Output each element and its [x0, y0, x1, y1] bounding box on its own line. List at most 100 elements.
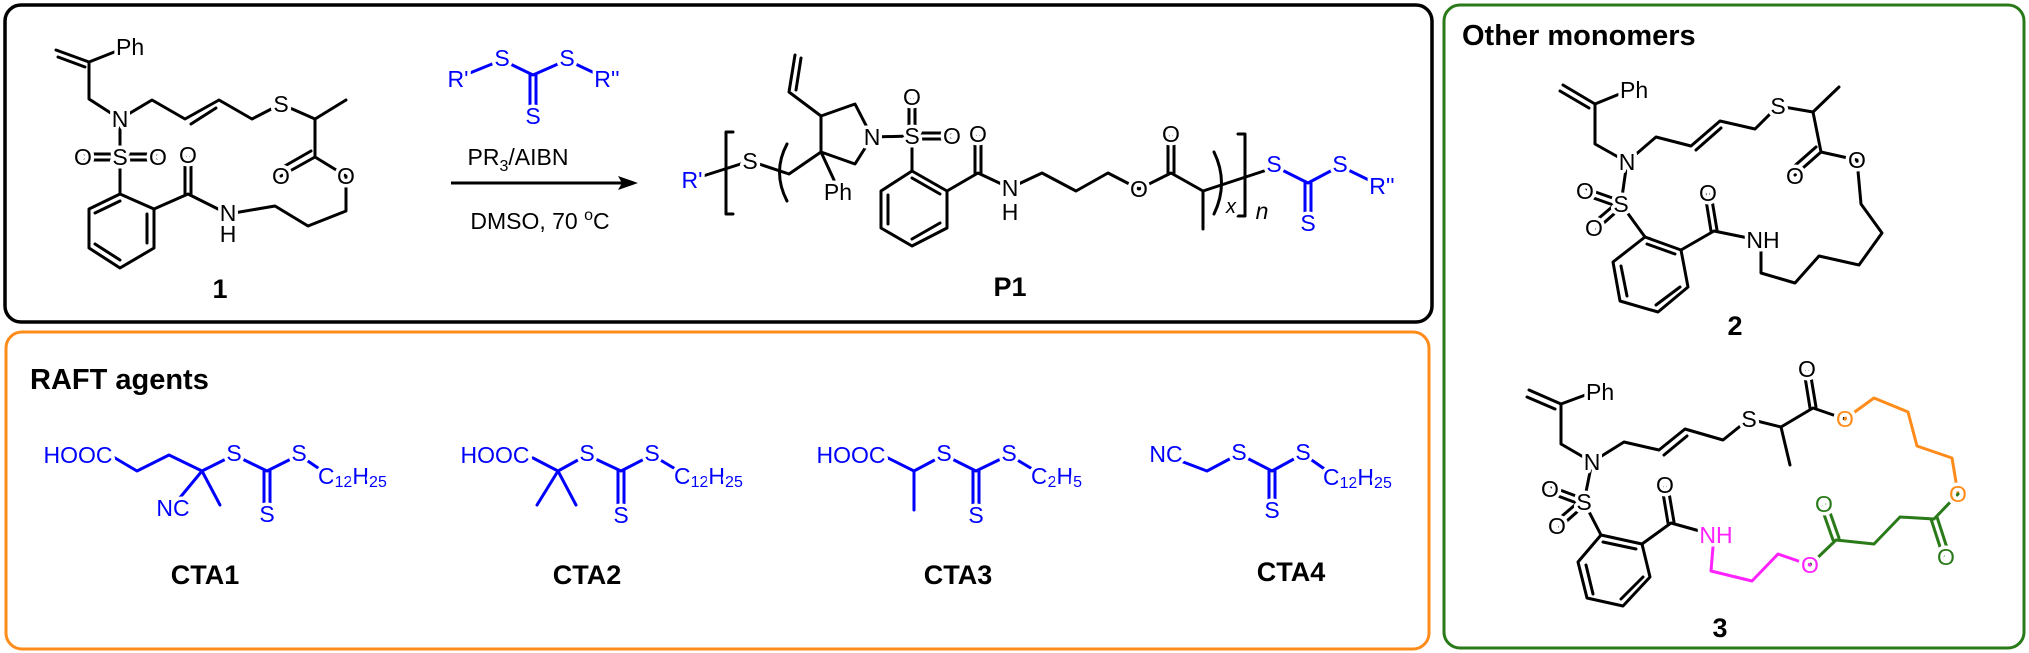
- atom-label: S: [494, 45, 509, 71]
- bond: [279, 155, 317, 178]
- atom-label: Ph: [116, 34, 144, 60]
- other-monomers-title: Other monomers: [1462, 20, 1696, 52]
- atom-label: Ph: [824, 179, 852, 205]
- atom-label: S: [1264, 497, 1279, 523]
- atom-label: S: [1266, 151, 1281, 177]
- c12h25-group: C12H25: [1323, 464, 1392, 492]
- atom-label: S: [1613, 191, 1628, 217]
- compound-label-2: 2: [1727, 311, 1742, 341]
- bond-green-segment: [1808, 492, 1960, 567]
- bond: [1779, 425, 1792, 467]
- bond: [1662, 434, 1689, 457]
- atom-label: N: [864, 124, 881, 150]
- atom-label: O: [943, 123, 961, 149]
- bond: [910, 176, 942, 196]
- bond: [1654, 285, 1682, 307]
- reaction-conditions-top: PR3/AIBN: [468, 144, 569, 175]
- atom-label: S: [112, 144, 127, 170]
- bond: [1802, 369, 1812, 410]
- atom-label: Ph: [1620, 77, 1648, 103]
- atom-label: S: [259, 501, 274, 527]
- repeat-unit-x: x: [1225, 196, 1237, 218]
- benzene-ring: [87, 192, 156, 270]
- bond: [1619, 202, 1647, 239]
- reaction-conditions-bottom: DMSO, 70 oC: [470, 207, 609, 234]
- bond: [87, 45, 129, 64]
- bond: [1590, 199, 1621, 226]
- atom-label: O: [149, 144, 167, 170]
- bond: [176, 469, 204, 502]
- bond-magenta-segment: [1709, 533, 1812, 583]
- atom-label: R'': [1369, 173, 1394, 199]
- atom-label: O: [903, 84, 921, 110]
- atom-label: S: [742, 148, 757, 174]
- atom-label: S: [559, 45, 574, 71]
- c12h25-group: C12H25: [674, 463, 743, 491]
- bond: [531, 453, 679, 473]
- atom-label: S: [644, 440, 659, 466]
- bond: [1553, 497, 1584, 524]
- atom-label: O: [74, 144, 92, 170]
- atom-label: O: [1815, 491, 1833, 517]
- bond: [1525, 395, 1557, 411]
- atom-label: R': [681, 167, 702, 193]
- bond-orange-segment: [1843, 396, 1960, 496]
- cta3-structure: HOOC S S S C2H5 CTA3: [813, 437, 1086, 591]
- atom-label: O: [1786, 163, 1804, 189]
- bond: [1559, 392, 1590, 406]
- atom-label: S: [579, 440, 594, 466]
- compound-label-3: 3: [1712, 613, 1727, 643]
- atom-label: N: [220, 200, 237, 226]
- atom-label: S: [1770, 93, 1785, 119]
- atom-label: O: [1541, 476, 1559, 502]
- benzene-ring: [879, 169, 949, 248]
- atom-label: HOOC: [461, 442, 530, 468]
- bracket-close: [1236, 132, 1247, 218]
- repeat-unit-n: n: [1256, 198, 1269, 224]
- bond: [794, 56, 803, 92]
- atom-label: H: [1002, 199, 1019, 225]
- bond: [535, 469, 560, 507]
- bond: [93, 199, 122, 215]
- bond: [1601, 540, 1638, 551]
- c12h25-group: C12H25: [318, 463, 387, 491]
- raft-agents-title: RAFT agents: [30, 364, 209, 396]
- bond: [1619, 160, 1629, 206]
- cta4-label: CTA4: [1257, 557, 1326, 587]
- atom-label: S: [525, 103, 540, 129]
- atom-label: S: [1576, 489, 1591, 515]
- bond: [910, 221, 942, 241]
- bond: [945, 171, 1012, 193]
- atom-label: S: [1332, 151, 1347, 177]
- bracket-open: [724, 130, 735, 216]
- bond: [1008, 171, 1205, 231]
- bond: [1703, 192, 1713, 233]
- bond: [189, 106, 218, 126]
- bond: [1561, 83, 1597, 106]
- atom-label: H: [220, 221, 237, 247]
- bond: [1694, 126, 1723, 152]
- bond: [200, 469, 222, 507]
- atom-label: NH: [1746, 227, 1779, 253]
- bond: [1272, 164, 1379, 186]
- atom-label: O: [1798, 356, 1816, 382]
- bond: [1585, 187, 1623, 203]
- raft-agents-panel: [4, 330, 1431, 651]
- bond: [1709, 192, 1719, 232]
- monomer-1-structure: Ph N S O O S O O O N H 1: [54, 31, 358, 304]
- atom-label: S: [1300, 210, 1315, 236]
- bond: [1558, 89, 1591, 110]
- bond: [1550, 485, 1586, 501]
- parenthesis-open: [778, 142, 789, 203]
- bond: [56, 55, 87, 69]
- cta1-label: CTA1: [171, 560, 240, 590]
- atom-label: O: [1656, 472, 1674, 498]
- bond: [1660, 485, 1670, 525]
- atom-label: S: [1741, 406, 1756, 432]
- cta2-structure: HOOC S S S C12H25 CTA2: [457, 437, 746, 591]
- bond: [1935, 515, 1951, 556]
- cta1-structure: HOOC NC S S S C12H25 CTA1: [40, 437, 390, 591]
- atom-label: NH: [1699, 522, 1732, 548]
- bond: [1929, 517, 1945, 558]
